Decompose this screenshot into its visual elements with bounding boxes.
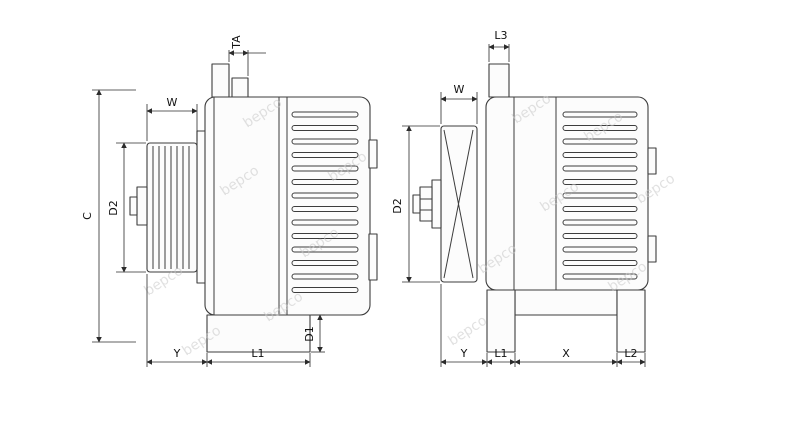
shaft-stub — [136, 186, 148, 226]
mounting-lug-right — [616, 289, 646, 353]
dim-label-l1-side: L1 — [251, 347, 264, 360]
dim-l1-side: L1 — [206, 347, 311, 365]
dim-d2-side: D2 — [107, 142, 146, 273]
pulley-side — [129, 142, 198, 273]
dim-label-d2-side: D2 — [107, 200, 120, 215]
dim-label-l3: L3 — [494, 29, 507, 42]
mounting-lug-left — [486, 289, 516, 353]
pulley-front — [412, 125, 478, 283]
side-view-dimensions: C W D2 TA Y — [81, 35, 325, 367]
terminal-post — [211, 63, 230, 98]
shaft-nut — [419, 186, 433, 222]
mounting-tab — [647, 235, 657, 263]
dim-x: X — [514, 347, 618, 367]
dim-label-l1-front: L1 — [494, 347, 507, 360]
mounting-tab — [368, 139, 378, 169]
washer — [431, 179, 442, 229]
dim-l2: L2 — [616, 347, 646, 367]
dim-label-w-side: W — [167, 96, 178, 109]
front-view-parts — [412, 63, 657, 353]
v-groove-line — [443, 129, 474, 279]
dim-label-l2: L2 — [624, 347, 637, 360]
shaft-end — [129, 196, 138, 216]
dim-w-side: W — [146, 96, 198, 141]
dim-label-c: C — [81, 212, 94, 220]
dim-w-front: W — [440, 83, 478, 124]
terminal-post — [231, 77, 249, 98]
dim-label-x: X — [562, 347, 570, 360]
dim-l3: L3 — [488, 29, 510, 62]
dim-label-w-front: W — [454, 83, 465, 96]
dim-ta: TA — [228, 35, 266, 76]
terminal-post — [488, 63, 510, 98]
dim-d2-front: D2 — [391, 125, 440, 283]
mounting-tab — [647, 147, 657, 175]
dim-c: C — [81, 89, 136, 343]
shaft-end — [412, 194, 421, 214]
front-view-dimensions: L3 W D2 Y L1 X — [391, 29, 646, 367]
dim-label-y-front: Y — [460, 347, 468, 360]
side-view-parts — [129, 63, 378, 353]
dim-label-ta: TA — [230, 35, 243, 50]
cooling-fins-front — [562, 111, 638, 280]
dim-label-d2-front: D2 — [391, 198, 404, 213]
mounting-tab — [368, 233, 378, 281]
mounting-foot-side — [206, 314, 311, 353]
dim-d1: D1 — [303, 314, 325, 353]
cooling-fins-side — [291, 111, 359, 293]
dim-label-d1: D1 — [303, 326, 316, 341]
dim-label-y-side: Y — [173, 347, 181, 360]
watermark-text: bepco — [445, 313, 489, 350]
cradle-bar — [514, 289, 618, 316]
